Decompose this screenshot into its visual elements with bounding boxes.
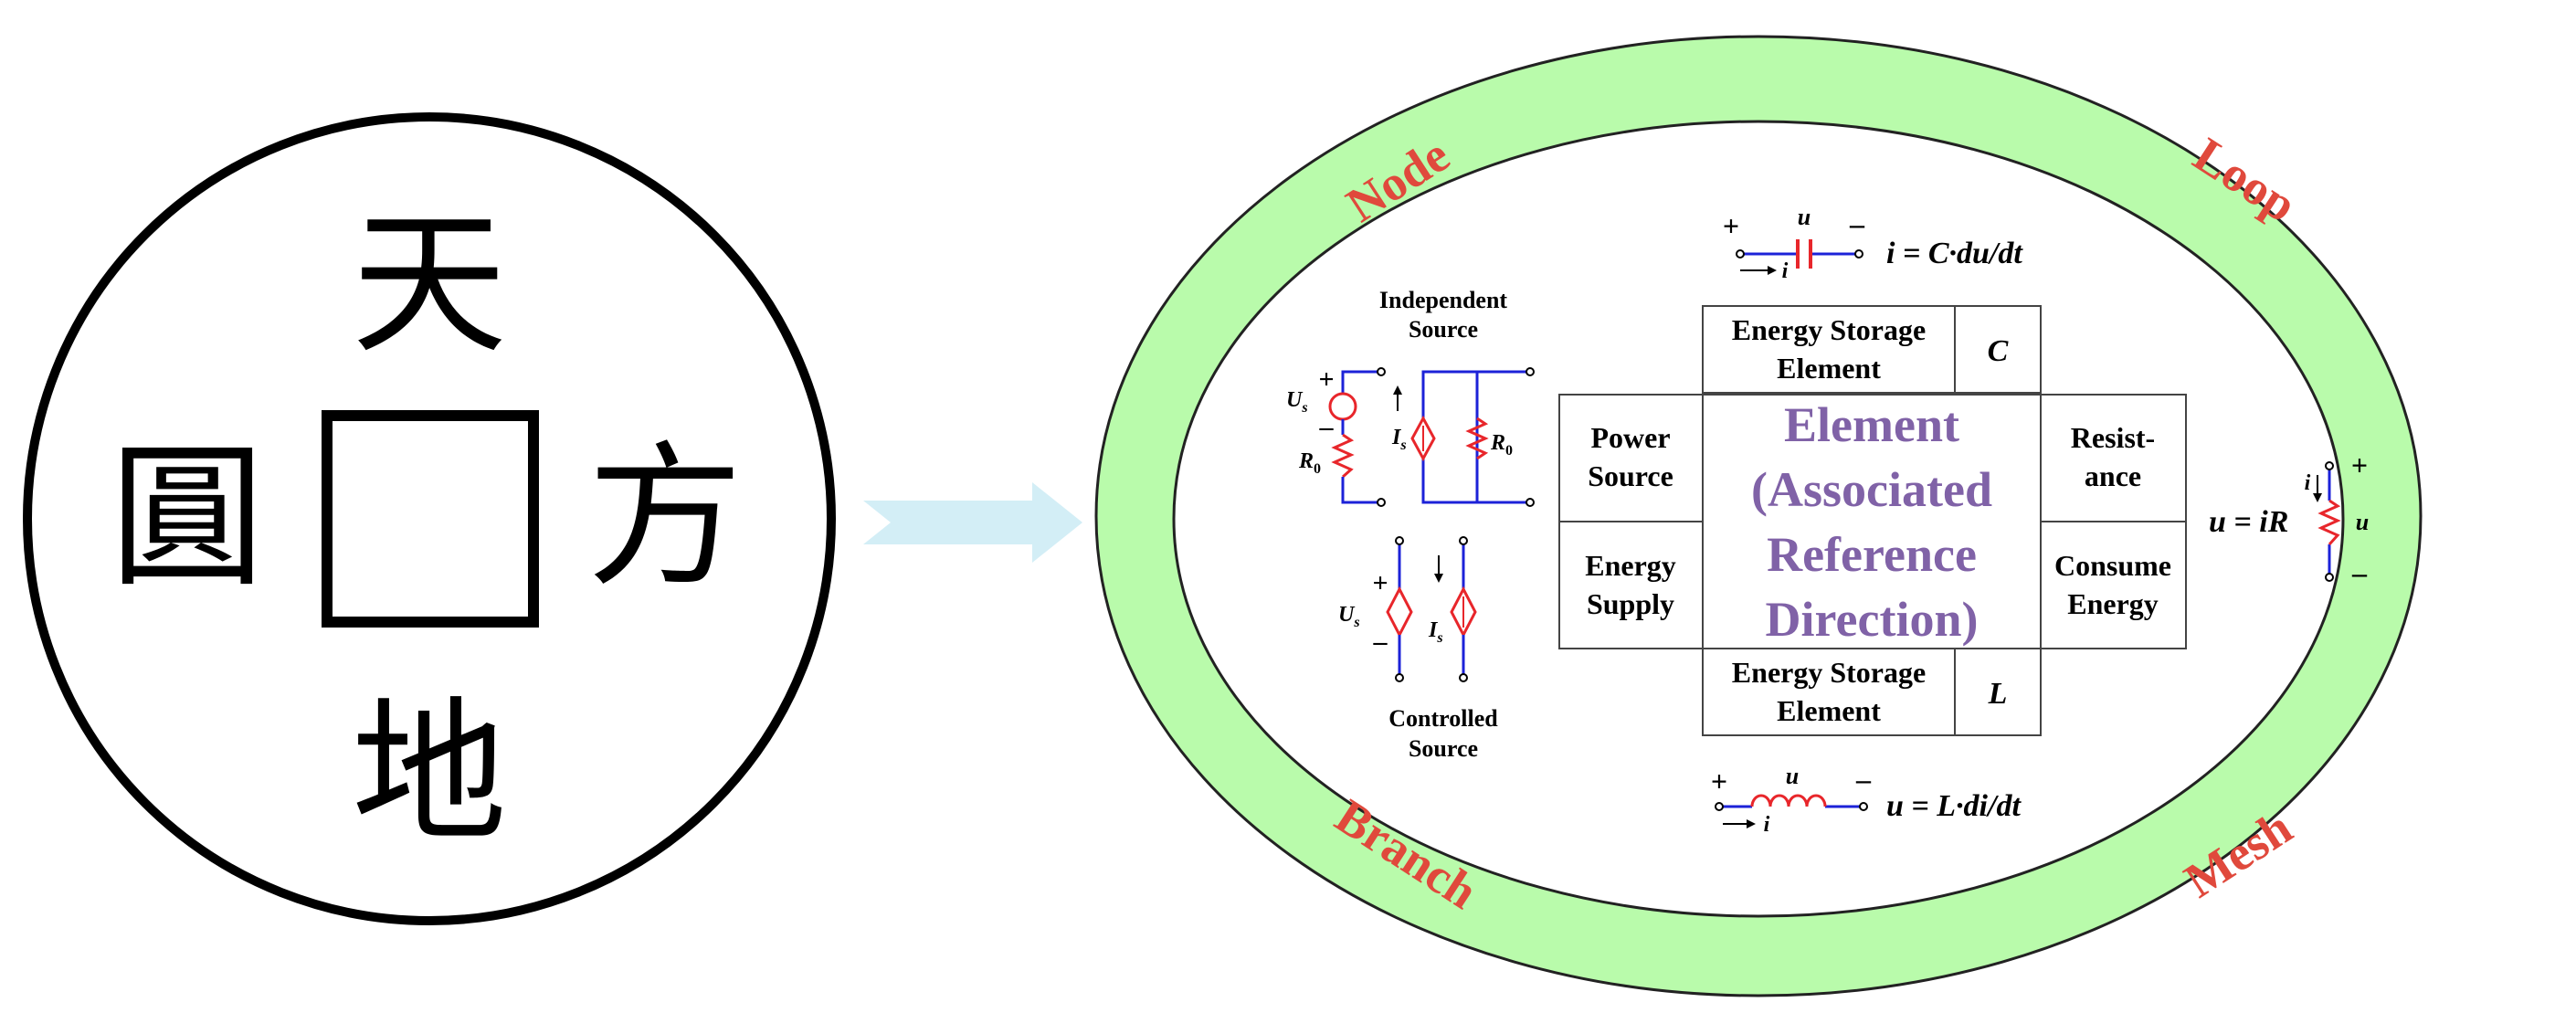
cell-right-bottom-line1: Consume [2054,549,2171,582]
center-line3: Reference [1767,527,1977,582]
independent-source-title-line1: Independent [1379,287,1507,313]
controlled-voltage-source [1386,536,1413,682]
inductor-u: u [1786,763,1799,789]
inductor-minus: – [1855,763,1872,796]
capacitor-u: u [1798,204,1811,230]
capacitor-minus: – [1849,207,1865,240]
element-table [1558,305,2187,736]
resistor-i: i [2305,471,2311,495]
resistor-minus: – [2351,556,2368,589]
coin-char-right: 方 [587,427,743,608]
cell-top-left-line2: Element [1777,352,1881,385]
resistor-plus: + [2351,448,2368,481]
inductor-formula: u = L·di/dt [1886,789,2022,823]
cell-left-bottom-line1: Energy [1585,549,1676,582]
capacitor-symbol [1736,239,1863,275]
controlled-source-title-line1: Controlled [1388,705,1498,732]
indep-vs-plus: + [1318,364,1334,395]
coin-char-bottom: 地 [352,683,507,864]
independent-current-source [1393,367,1535,507]
table-bottom-row [1702,648,2042,736]
coin-square-hole [322,410,539,628]
capacitor-i: i [1782,259,1789,283]
right-arrow [863,482,1082,563]
cell-left-top-line1: Power [1590,421,1670,454]
coin-char-top: 天 [352,195,507,375]
cell-top-left-line1: Energy Storage [1732,313,1926,346]
controlled-current-source [1434,536,1477,682]
ctrl-vs-minus: – [1373,627,1388,657]
cell-right-top-line1: Resist- [2071,421,2155,454]
cell-right-top-line2: ance [2085,459,2141,492]
center-line4: Direction) [1766,592,1979,647]
center-line2: (Associated [1751,462,1992,517]
indep-is-label: Is [1391,426,1407,453]
indep-r0-label-left: R0 [1298,449,1321,477]
center-line1: Element [1784,397,1959,452]
resistor-formula: u = iR [2209,505,2288,539]
coin-char-left: 圓 [110,427,265,608]
ctrl-is-label: Is [1428,618,1443,646]
indep-us-label: Us [1286,388,1308,416]
resistor-symbol [2313,461,2341,582]
independent-voltage-source [1328,367,1386,507]
inductor-plus: + [1711,765,1727,797]
cell-bottom-left-line1: Energy Storage [1732,656,1926,689]
indep-r0-label-right: R0 [1490,431,1513,459]
cell-left-bottom-line2: Supply [1587,587,1674,620]
table-top-row [1702,305,2042,394]
controlled-source-title-line2: Source [1409,735,1478,762]
cell-right-bottom-line2: Energy [2067,587,2159,620]
ctrl-us-label: Us [1338,603,1360,630]
ctrl-vs-plus: + [1372,568,1388,598]
cell-top-right: C [1988,334,2009,368]
capacitor-formula: i = C·du/dt [1886,237,2023,270]
cell-bottom-left-line2: Element [1777,694,1881,727]
ancient-coin: 天 方 地 圓 [23,112,836,925]
capacitor-plus: + [1723,209,1739,242]
cell-bottom-right: L [1988,677,2008,711]
resistor-u: u [2356,509,2369,535]
inductor-symbol [1715,794,1868,828]
independent-source-title-line2: Source [1409,316,1478,343]
cell-left-top-line2: Source [1588,459,1673,492]
indep-vs-minus: – [1319,412,1335,442]
inductor-i: i [1764,813,1770,837]
